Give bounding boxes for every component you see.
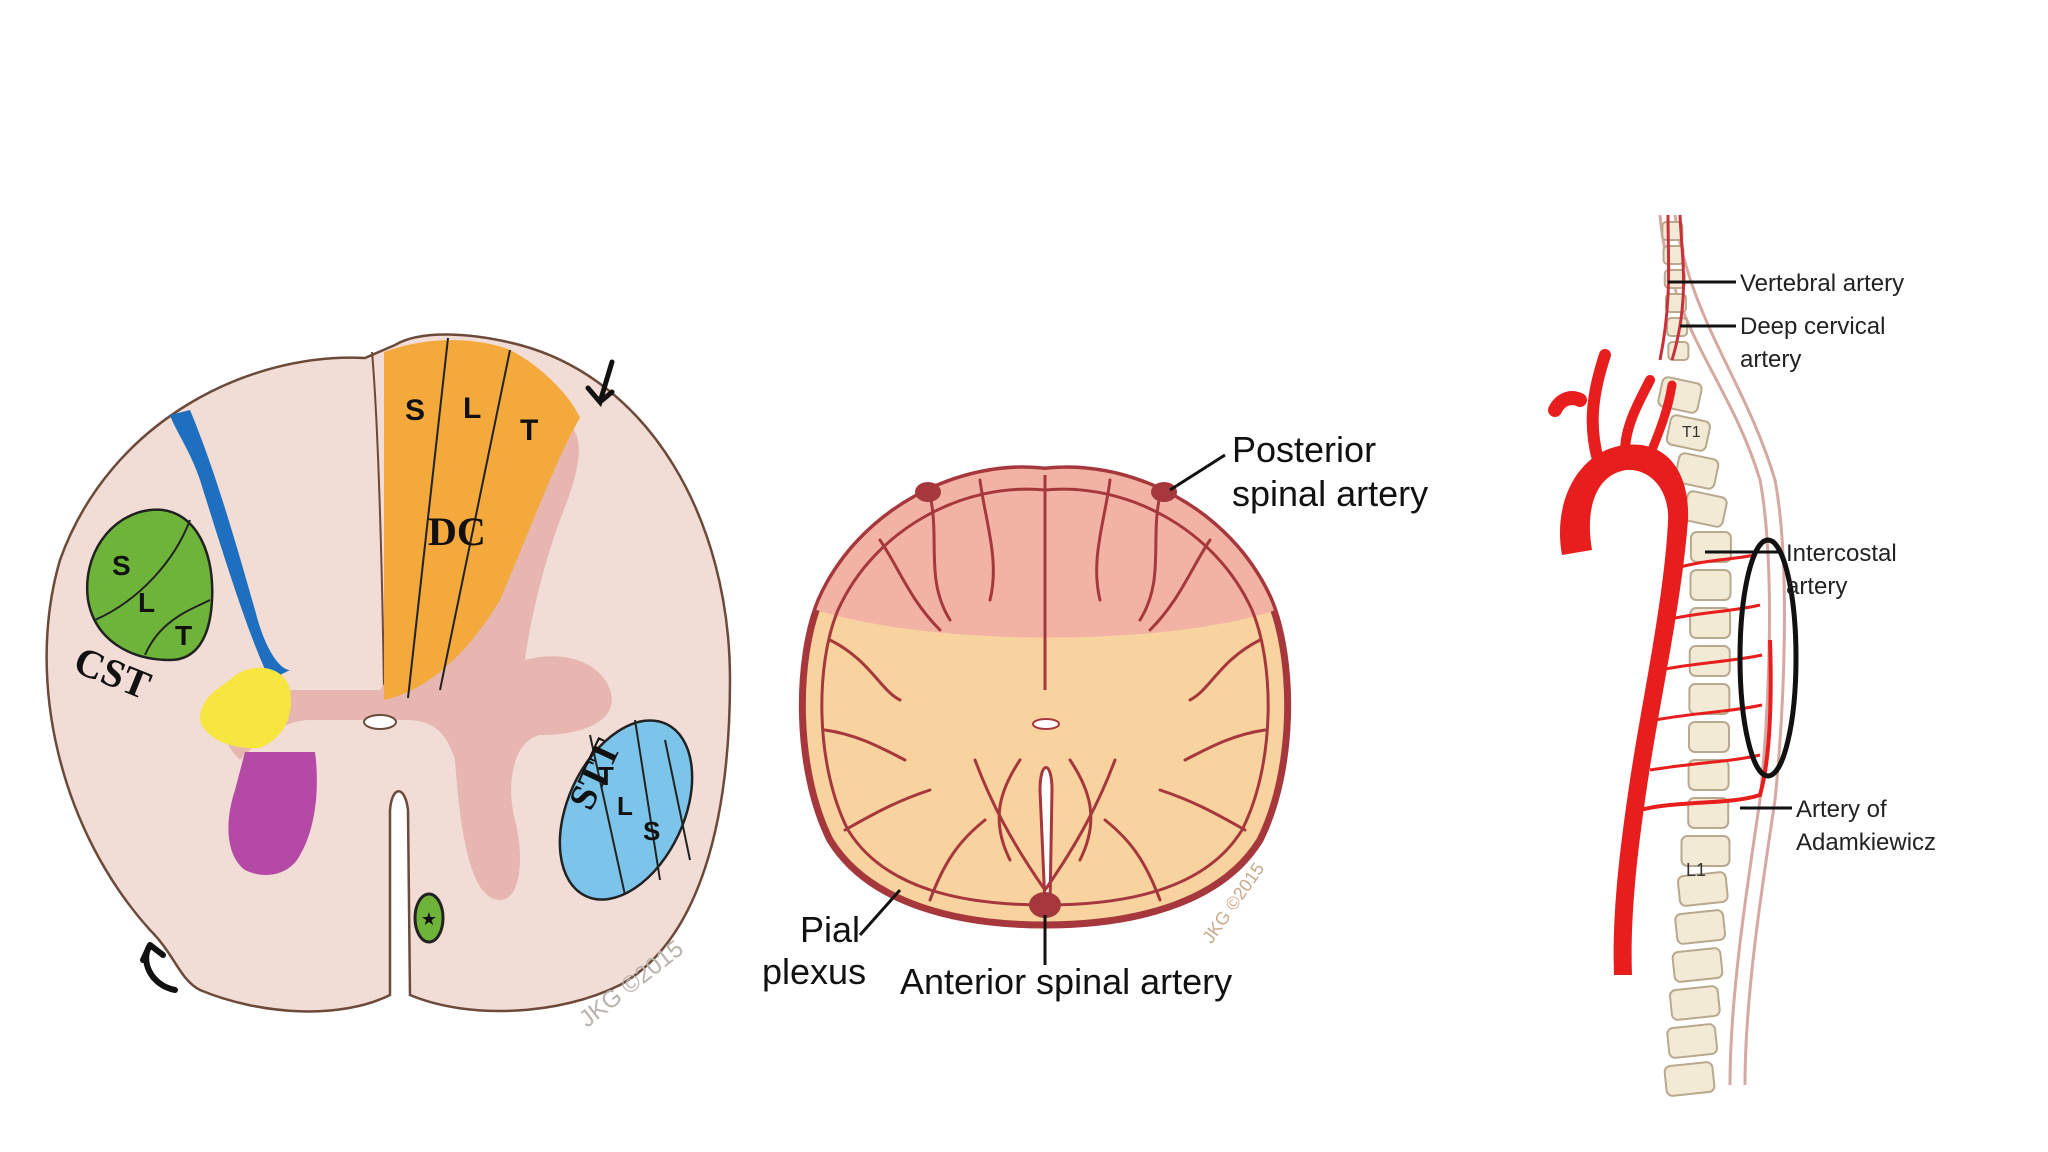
carotid-branch [1620, 375, 1655, 457]
spinal-canal [1658, 214, 1771, 1086]
artery-of-adamkiewicz-label: Artery of [1796, 796, 1887, 823]
intercostal-artery-label: Intercostal [1786, 540, 1897, 567]
pial-plexus-label: Pial [800, 909, 860, 950]
vertebral-artery-label: Vertebral artery [1740, 270, 1904, 297]
dc-layer-label: L [463, 392, 481, 425]
central-canal [363, 714, 397, 730]
intercostal-arteries [1649, 553, 1763, 772]
cord-cross-section-panel: ★ S L T CST S L T DC STT T L S JKG ©2015 [45, 333, 732, 1033]
vertebra [1687, 759, 1730, 791]
vertebral-column [1657, 221, 1732, 1097]
vertebra [1674, 909, 1727, 945]
stt-divider-1 [589, 734, 626, 896]
posterior-median-sulcus [371, 351, 385, 691]
blue-tract [170, 410, 290, 680]
cst-divider-1 [94, 519, 191, 621]
pial-vessels [823, 478, 1267, 902]
arrow-down-icon [585, 359, 615, 408]
pial-plexus-label: plexus [762, 951, 866, 992]
subclavian-branch [1645, 380, 1677, 460]
dc-layer-label: S [405, 394, 425, 427]
vertebra [1680, 835, 1731, 867]
artery-of-adamkiewicz-label: Adamkiewicz [1796, 829, 1936, 856]
star-icon: ★ [421, 909, 437, 929]
posterior-spinal-artery-left [915, 482, 941, 502]
vertebra [1665, 414, 1711, 452]
artery-of-adamkiewicz [1639, 639, 1773, 812]
leader-posterior [1169, 453, 1226, 492]
dc-label: DC [428, 509, 486, 554]
curved-arrow-icon [140, 942, 178, 993]
aorta [1559, 444, 1689, 975]
vertebra [1662, 245, 1685, 265]
cst-layer-label: S [112, 550, 131, 581]
posterior-spinal-artery-right [1151, 482, 1177, 502]
cst-divider-2 [144, 599, 211, 656]
posterior-spinal-artery-label: Posterior [1232, 429, 1376, 470]
vertebra [1682, 490, 1728, 528]
stt-tract [558, 719, 694, 901]
cst-layer-label: T [175, 620, 192, 651]
posterior-spinal-artery-label: spinal artery [1232, 473, 1428, 514]
dc-divider-1 [407, 337, 449, 699]
subclavian-branch-2 [1548, 391, 1587, 417]
anterior-spinal-artery-label: Anterior spinal artery [900, 961, 1232, 1002]
spinal-canal-inner [1673, 214, 1786, 1086]
vertebra-l1-label: L1 [1686, 860, 1706, 880]
yellow-region [200, 667, 291, 749]
dorsal-column-tract [384, 340, 580, 700]
cst-tract [85, 508, 214, 662]
vertebra [1671, 947, 1724, 983]
vertebra [1663, 1061, 1716, 1097]
intercostal-artery-label: artery [1786, 573, 1847, 600]
vertebra [1689, 531, 1732, 563]
anterior-fissure [1038, 766, 1054, 906]
stt-divider-3 [664, 739, 691, 861]
stt-layer-label: T [598, 761, 614, 791]
vertebra [1668, 985, 1721, 1021]
central-canal [1032, 718, 1060, 730]
blood-supply-panel: Posterior spinal artery Pial plexus Ante… [762, 429, 1428, 1002]
anterior-marker [413, 892, 445, 944]
vertebra [1674, 452, 1720, 490]
vertebra-t1-label: T1 [1682, 424, 1701, 441]
cst-layer-label: L [138, 587, 155, 618]
leader-pial [858, 889, 902, 936]
aorta-panel: Vertebral artery Deep cervical artery In… [1548, 214, 1936, 1097]
magenta-region [228, 752, 317, 875]
stt-layer-label: S [643, 816, 660, 846]
dc-layer-label: T [520, 414, 538, 447]
dc-divider-2 [439, 349, 511, 691]
stt-divider-2 [634, 719, 661, 881]
vertebra [1676, 871, 1729, 907]
intercostal-highlight-ellipse [1737, 537, 1799, 779]
vertebra [1666, 1023, 1719, 1059]
stt-layer-label: L [617, 791, 633, 821]
deep-cervical-artery-label: artery [1740, 346, 1801, 373]
vertebra [1687, 721, 1730, 753]
anterior-spinal-artery [1029, 892, 1061, 918]
vertebra [1687, 797, 1730, 829]
vertebra [1689, 569, 1732, 601]
brachiocephalic-branch [1586, 349, 1611, 466]
deep-cervical-artery-label: Deep cervical [1740, 313, 1885, 340]
